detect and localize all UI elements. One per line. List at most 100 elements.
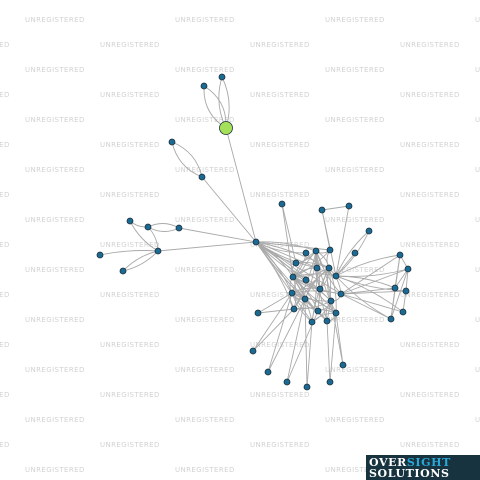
entity-node-w1[interactable]	[126, 217, 134, 225]
edge-u3-c5	[335, 205, 350, 277]
edge-b6-c13	[330, 300, 344, 366]
entity-node-b4[interactable]	[303, 383, 311, 391]
edge-b5-c16	[329, 312, 337, 383]
entity-node-hub[interactable]	[252, 238, 260, 246]
edge-hub-c6	[255, 241, 307, 254]
edge-b1-c19	[252, 308, 295, 352]
edge-r2-r6	[390, 268, 409, 320]
edge-focus-hub	[225, 127, 257, 243]
entity-node-c2[interactable]	[302, 276, 310, 284]
entity-node-c14[interactable]	[337, 290, 345, 298]
entity-node-l1[interactable]	[168, 138, 176, 146]
edge-l2-hub	[201, 176, 257, 243]
entity-node-u1[interactable]	[278, 200, 286, 208]
entity-node-r3[interactable]	[391, 284, 399, 292]
edge-c16-c19	[293, 307, 337, 314]
edge-hub-c7	[255, 241, 317, 252]
edge-hub-c19	[255, 241, 295, 310]
edge-b3-c11	[286, 298, 306, 383]
entity-node-c19[interactable]	[290, 305, 298, 313]
entity-node-r1[interactable]	[396, 251, 404, 259]
edge-w3-hub	[178, 227, 257, 243]
entity-node-r2[interactable]	[404, 265, 412, 273]
node-layer	[96, 73, 412, 391]
entity-node-b3[interactable]	[283, 378, 291, 386]
entity-node-c18[interactable]	[323, 317, 331, 325]
edge-c5-r5	[335, 275, 404, 313]
edge-c5-r3	[335, 275, 396, 289]
entity-node-u4[interactable]	[365, 227, 373, 235]
entity-node-c3[interactable]	[313, 264, 321, 272]
edge-c14-r1	[340, 254, 401, 295]
entity-node-c10[interactable]	[288, 289, 296, 297]
entity-node-c5[interactable]	[332, 272, 340, 280]
edge-b5-c18	[326, 320, 331, 383]
edge-c14-r5	[340, 293, 404, 313]
edge-c1-c8	[292, 249, 331, 278]
entity-node-c9[interactable]	[292, 259, 300, 267]
entity-node-b1[interactable]	[249, 347, 257, 355]
edge-b2-c10	[267, 292, 293, 373]
edge-b4-c17	[306, 321, 313, 388]
edge-c7-c14	[315, 250, 342, 295]
edge-w4-w6	[122, 250, 159, 272]
entity-node-w6[interactable]	[119, 267, 127, 275]
entity-node-t1[interactable]	[200, 82, 208, 90]
edge-hub-c12	[255, 241, 321, 290]
entity-node-c11[interactable]	[301, 295, 309, 303]
entity-node-w5[interactable]	[96, 251, 104, 259]
entity-node-c15[interactable]	[314, 307, 322, 315]
oversight-solutions-logo: OVERSIGHT SOLUTIONS	[366, 455, 480, 480]
entity-node-l2[interactable]	[198, 173, 206, 181]
entity-node-c4[interactable]	[325, 264, 333, 272]
entity-node-w4[interactable]	[154, 247, 162, 255]
entity-node-u5[interactable]	[351, 249, 359, 257]
edge-c7-c13	[315, 250, 332, 302]
entity-node-c13[interactable]	[327, 297, 335, 305]
entity-node-r4[interactable]	[402, 287, 410, 295]
edge-b4-c11	[304, 298, 308, 388]
entity-node-c6[interactable]	[302, 249, 310, 257]
edge-u2-c8	[321, 209, 331, 251]
entity-node-c1[interactable]	[289, 273, 297, 281]
entity-node-c7[interactable]	[312, 247, 320, 255]
entity-node-c16[interactable]	[332, 309, 340, 317]
entity-node-b2[interactable]	[264, 368, 272, 376]
entity-node-r5[interactable]	[399, 308, 407, 316]
edge-c14-r6	[340, 293, 392, 320]
edge-u3-u2	[321, 205, 350, 211]
highlighted-entity-node[interactable]	[219, 121, 233, 135]
edge-c5-r1	[335, 254, 401, 277]
entity-node-c17[interactable]	[308, 318, 316, 326]
edge-c10-c18	[291, 292, 328, 322]
entity-node-c12[interactable]	[316, 285, 324, 293]
entity-node-w2[interactable]	[144, 223, 152, 231]
edge-c7-c10	[291, 250, 317, 294]
edge-w1-w4	[129, 220, 159, 252]
edge-c4-c16	[328, 267, 337, 314]
entity-node-c8[interactable]	[326, 246, 334, 254]
entity-node-w3[interactable]	[175, 224, 183, 232]
edge-u1-c1	[281, 203, 294, 278]
entity-node-t2[interactable]	[218, 73, 226, 81]
entity-node-u3[interactable]	[345, 202, 353, 210]
entity-node-g1[interactable]	[254, 309, 262, 317]
edge-u4-c5	[335, 230, 370, 277]
edge-b1-c10	[252, 292, 293, 352]
entity-node-r6[interactable]	[387, 315, 395, 323]
edge-c14-r2	[340, 268, 409, 295]
edge-w4-w6	[122, 250, 159, 272]
logo-text-sight: SIGHT	[406, 456, 451, 469]
edge-l1-l2	[171, 141, 203, 178]
entity-node-u2[interactable]	[318, 206, 326, 214]
edge-layer	[99, 76, 409, 388]
edge-l1-l2	[171, 141, 203, 178]
entity-node-b5[interactable]	[326, 378, 334, 386]
edge-w2-w3	[147, 223, 180, 229]
edge-u1-c9	[281, 203, 297, 264]
edge-c7-c16	[315, 250, 337, 314]
edge-c10-c14	[291, 290, 342, 295]
entity-node-b6[interactable]	[339, 361, 347, 369]
